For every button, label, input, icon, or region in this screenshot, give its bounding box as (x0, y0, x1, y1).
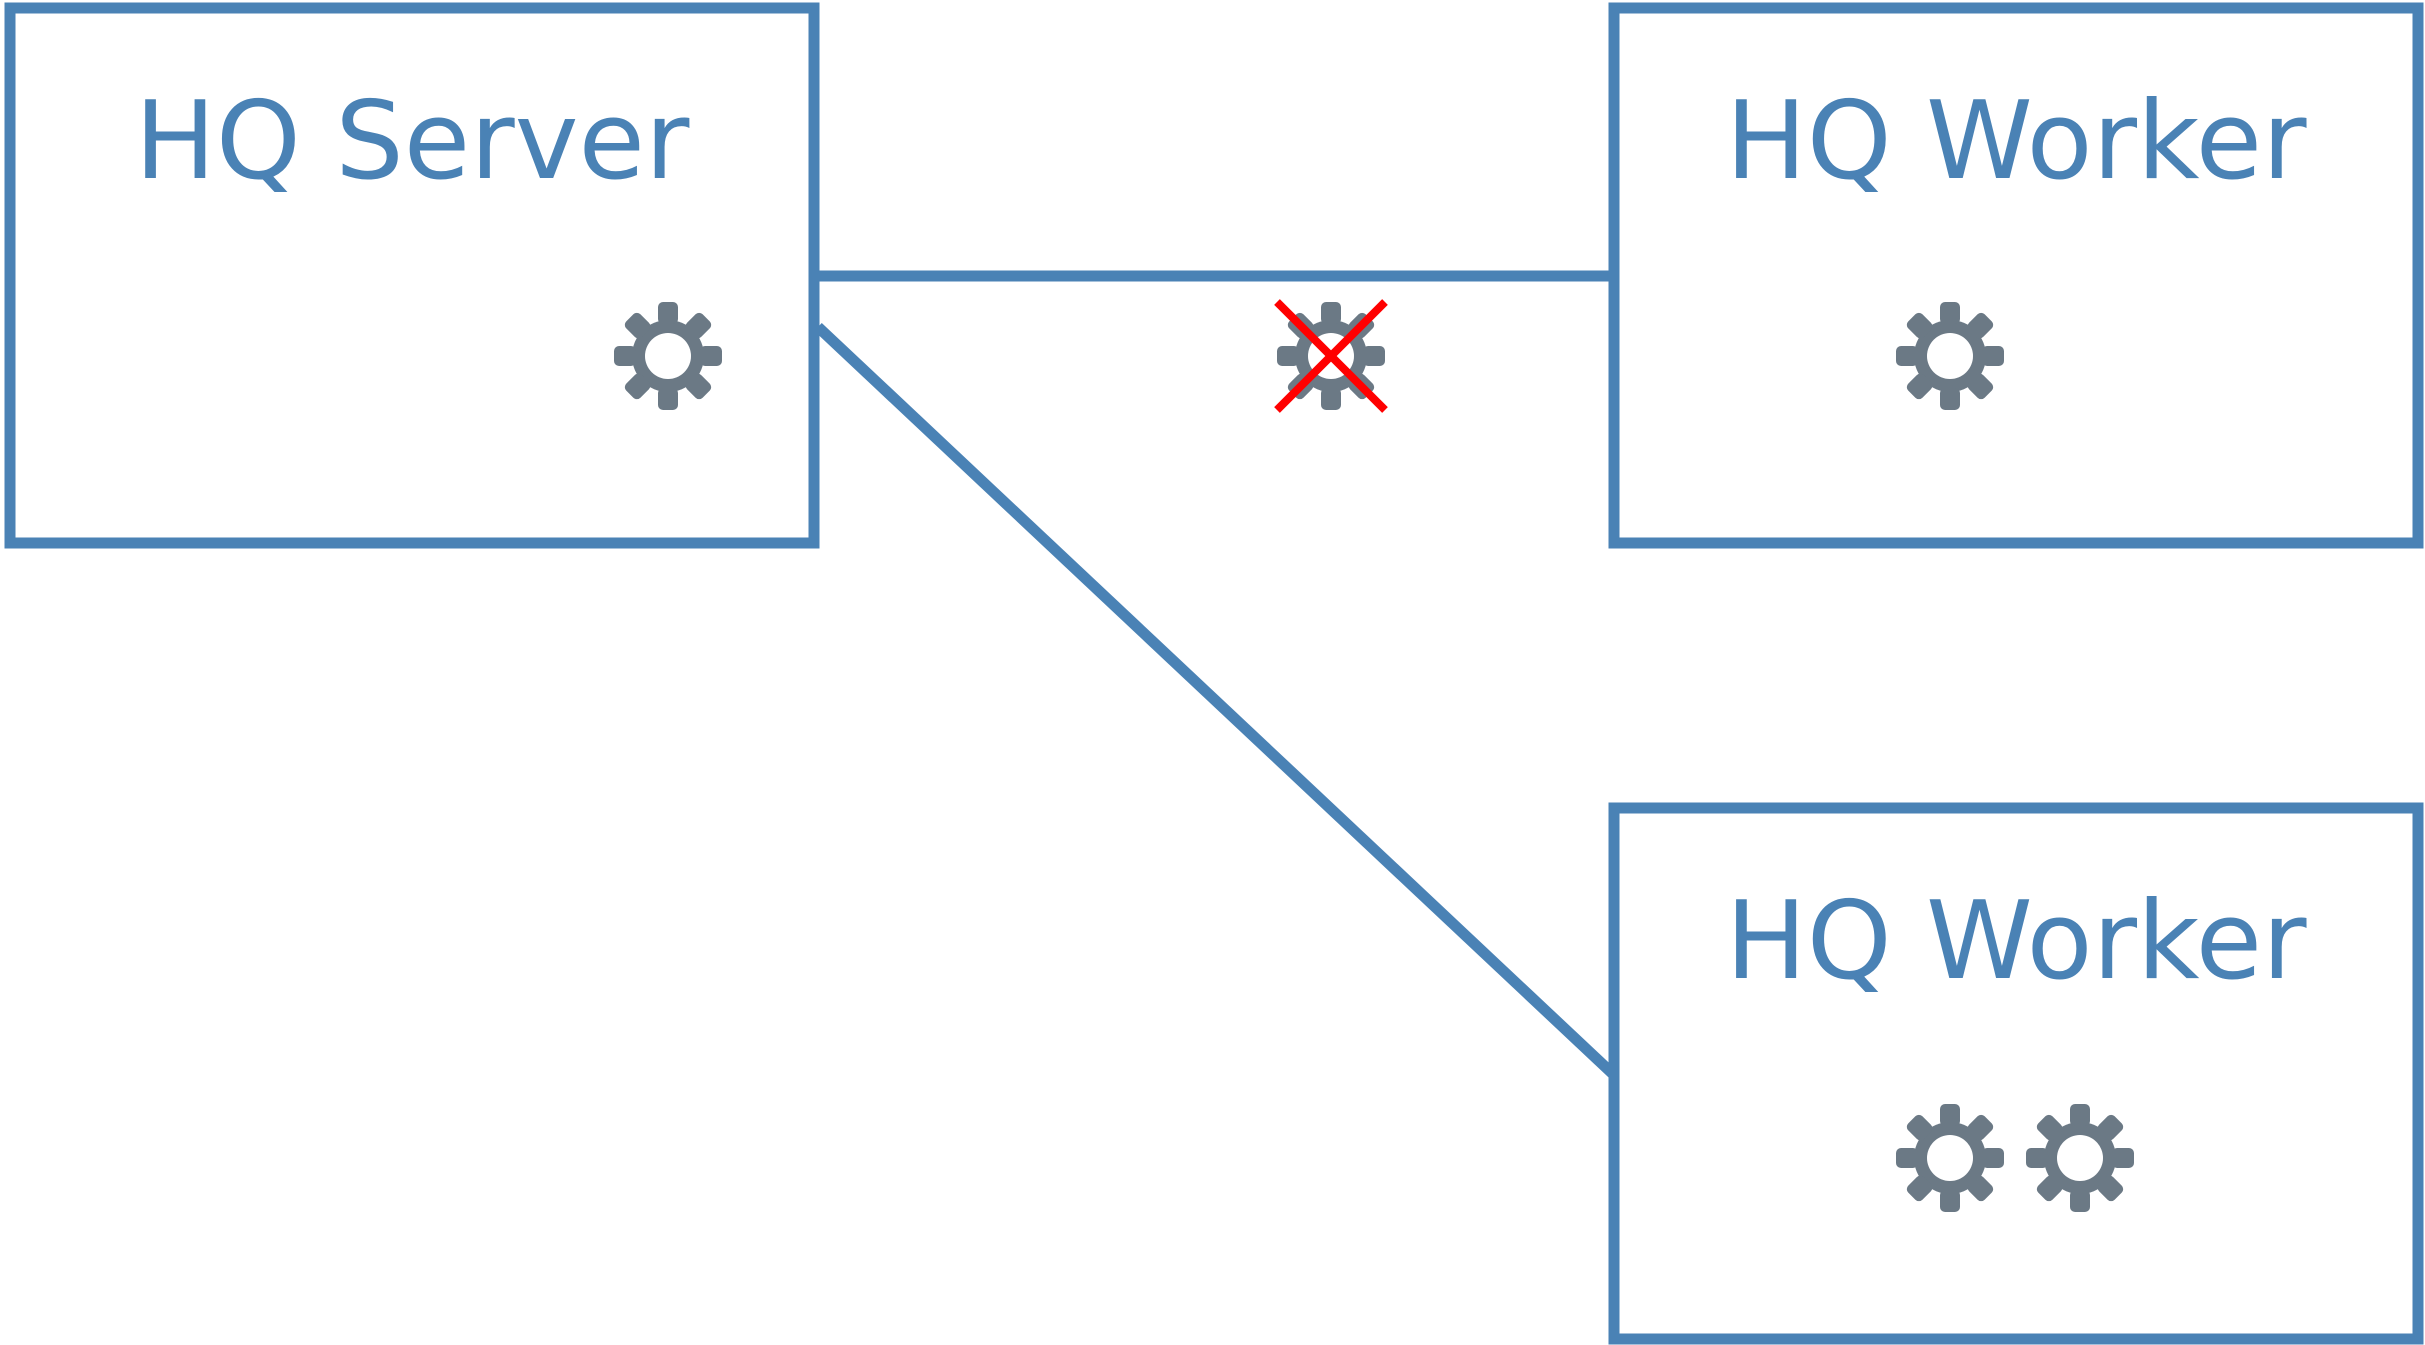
gear-icon (2003, 1081, 2157, 1235)
node-hq-worker-top-label: HQ Worker (1725, 79, 2307, 204)
connection-server-to-worker-bottom (814, 322, 1618, 1080)
node-hq-server-label: HQ Server (135, 79, 690, 204)
failed-task (1254, 279, 1408, 433)
gear-icon (591, 279, 745, 433)
gear-icon (1873, 1081, 2027, 1235)
node-hq-server: HQ Server (4, 2, 820, 549)
node-hq-worker-top: HQ Worker (1608, 2, 2424, 549)
red-x-icon (1274, 299, 1388, 413)
node-hq-worker-bottom: HQ Worker (1608, 802, 2424, 1345)
node-hq-worker-bottom-label: HQ Worker (1725, 879, 2307, 1004)
node-hq-server-box (4, 2, 820, 549)
node-hq-worker-bottom-box (1608, 802, 2424, 1345)
node-hq-worker-top-box (1608, 2, 2424, 549)
gear-icon (1873, 279, 2027, 433)
